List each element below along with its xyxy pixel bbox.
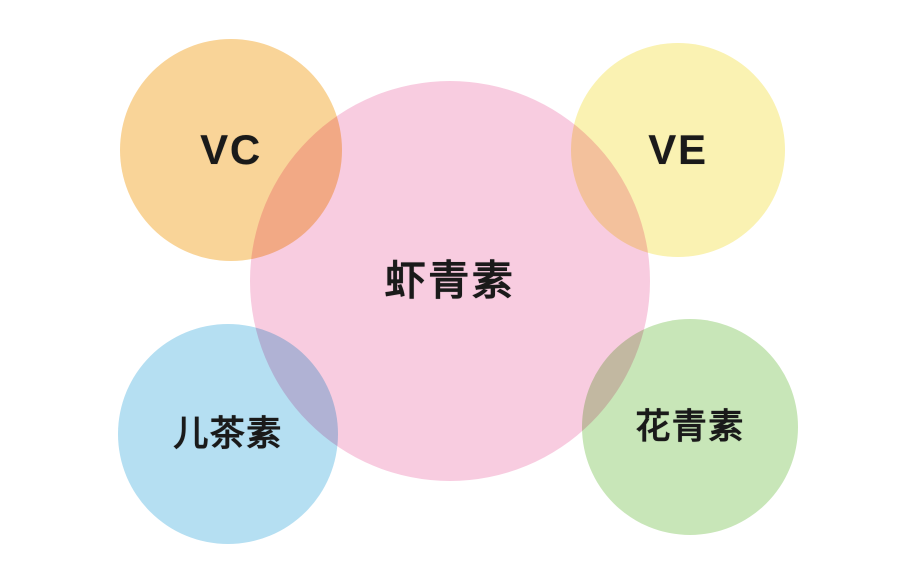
label-vitamin-c: VC (200, 126, 262, 173)
label-anchor-catechin: 儿茶素 (173, 417, 282, 452)
label-anthocyanin: 花青素 (635, 407, 745, 447)
label-vitamin-e: VE (648, 126, 708, 173)
label-anchor-vitamin-c: VC (200, 129, 262, 171)
label-astaxanthin: 虾青素 (384, 257, 516, 304)
circle-vitamin-c[interactable] (120, 39, 342, 261)
label-anchor-astaxanthin: 虾青素 (384, 257, 516, 304)
label-catechin: 儿茶素 (173, 414, 283, 454)
circle-catechin[interactable] (118, 324, 338, 544)
circle-vitamin-e[interactable] (571, 43, 785, 257)
circle-anthocyanin[interactable] (582, 319, 798, 535)
label-anchor-vitamin-e: VE (648, 129, 707, 171)
label-anchor-anthocyanin: 花青素 (635, 410, 744, 445)
